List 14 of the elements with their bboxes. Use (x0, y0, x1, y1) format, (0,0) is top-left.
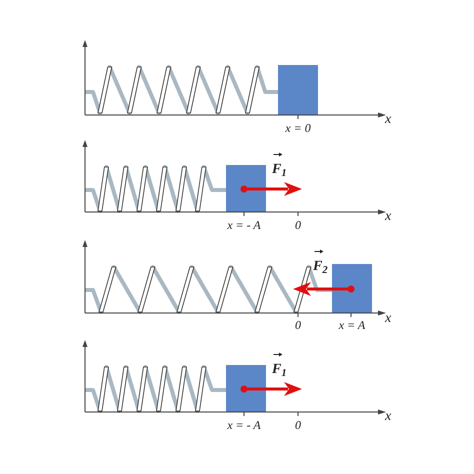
position-label: x = 0 (285, 122, 311, 134)
axis-label: x (385, 210, 392, 224)
axis-label: x (385, 410, 392, 424)
position-label: x = A (338, 319, 366, 331)
force-label: F$_{2}$ (313, 259, 328, 274)
axis-label: x (385, 113, 392, 127)
position-label: x = - A (227, 219, 261, 231)
position-label: x = - A (227, 419, 261, 431)
force-label: F$_{1}$ (272, 162, 287, 177)
force-label: F$_{1}$ (272, 362, 287, 377)
position-label: 0 (295, 419, 301, 431)
position-label: 0 (295, 219, 301, 231)
position-label: 0 (295, 319, 301, 331)
axis-label: x (385, 312, 392, 326)
